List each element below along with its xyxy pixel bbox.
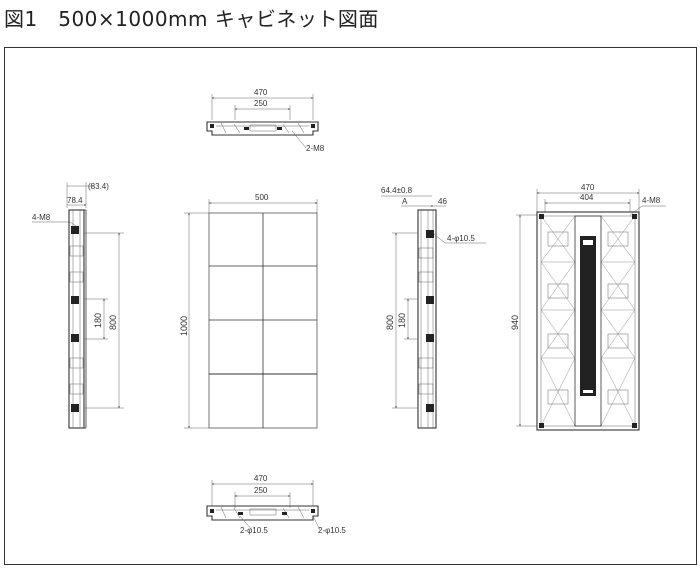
- front-dim-500: 500: [255, 193, 269, 202]
- front-dim-1000: 1000: [179, 316, 189, 336]
- top-dim-470: 470: [254, 88, 268, 97]
- top-view: 470 250 2-M8: [206, 88, 325, 153]
- drawing-frame: [4, 47, 697, 565]
- top-profile: [206, 121, 319, 136]
- right-dim-800: 800: [385, 315, 395, 330]
- figure-title: 図1 500×1000mm キャビネット図面: [4, 7, 379, 31]
- left-body: [68, 209, 85, 429]
- left-side-view: (83.4) 78.4 4-M8 800 180: [32, 182, 124, 429]
- left-dim-83-4: (83.4): [88, 182, 109, 191]
- back-outline: [536, 211, 640, 431]
- right-dim-a: A: [402, 197, 408, 206]
- left-callout: 4-M8: [32, 213, 51, 222]
- left-dim-800: 800: [108, 315, 118, 330]
- bottom-view: 470 250 2-φ10.5 2-φ10.5: [206, 474, 346, 535]
- bottom-callout-left: 2-φ10.5: [240, 526, 268, 535]
- top-callout: 2-M8: [306, 144, 325, 153]
- left-dim-180: 180: [93, 313, 103, 328]
- back-dim-470: 470: [581, 183, 595, 192]
- right-dim-46: 46: [438, 197, 447, 206]
- bottom-dim-470: 470: [254, 474, 268, 483]
- right-side-view: 64.4±0.8 A 46 4-φ10.5 800 180: [381, 186, 486, 429]
- top-dim-250: 250: [254, 99, 268, 108]
- bottom-dim-250: 250: [254, 486, 268, 495]
- right-dim-180: 180: [397, 313, 407, 328]
- left-dim-78-4: 78.4: [67, 196, 83, 205]
- right-dim-64-4: 64.4±0.8: [381, 186, 413, 195]
- bottom-profile: [206, 505, 319, 521]
- right-body: [417, 209, 437, 429]
- back-view: 470 404 4-M8 940: [510, 183, 666, 431]
- back-callout: 4-M8: [642, 196, 661, 205]
- back-dim-940: 940: [510, 315, 520, 330]
- bottom-callout-right: 2-φ10.5: [318, 526, 346, 535]
- back-dim-404: 404: [580, 193, 594, 202]
- front-view: 500 1000: [179, 193, 317, 428]
- right-callout: 4-φ10.5: [447, 234, 475, 243]
